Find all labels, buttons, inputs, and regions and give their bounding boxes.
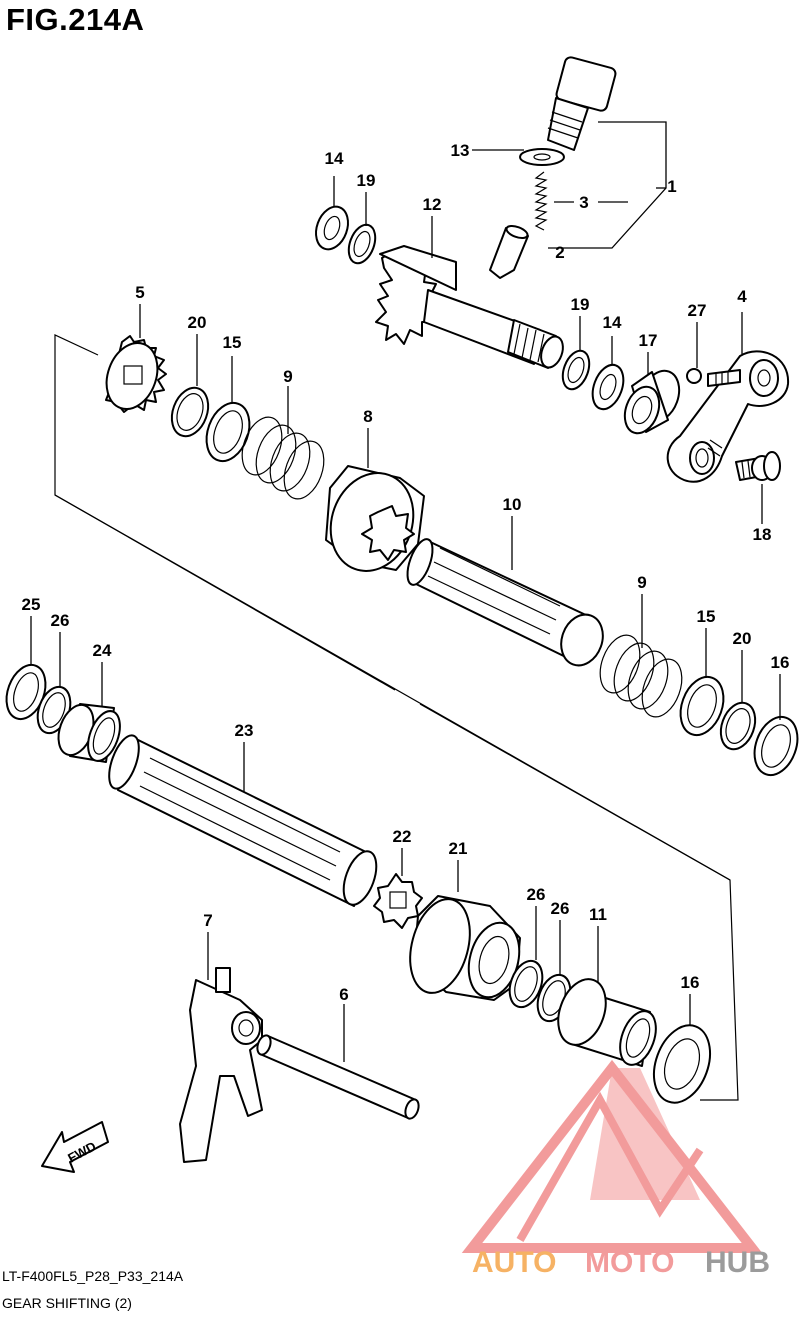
part-drum-21 bbox=[409, 895, 521, 1001]
callout-5: 5 bbox=[135, 283, 144, 302]
part-rod-6 bbox=[256, 1034, 420, 1120]
callout-7: 7 bbox=[203, 911, 212, 930]
part-spring-3 bbox=[534, 171, 548, 231]
callout-9-lower: 9 bbox=[637, 573, 646, 592]
part-washer-15-upper bbox=[205, 401, 251, 463]
figure-title: FIG.214A bbox=[6, 2, 145, 37]
part-shift-arm-4 bbox=[666, 350, 790, 483]
figure-code: LT-F400FL5_P28_P33_214A bbox=[2, 1268, 184, 1284]
part-cam-8 bbox=[325, 465, 425, 572]
watermark-text-auto: AUTO bbox=[472, 1246, 556, 1279]
callout-18: 18 bbox=[753, 525, 772, 544]
callout-14-lower: 14 bbox=[603, 313, 622, 332]
callout-15-lower: 15 bbox=[697, 607, 716, 626]
callout-17: 17 bbox=[639, 331, 658, 350]
callout-26-right: 26 bbox=[551, 899, 570, 918]
callout-2: 2 bbox=[555, 243, 564, 262]
callout-labels: 1 2 3 4 5 6 7 8 9 9 10 11 12 13 14 14 15… bbox=[22, 141, 790, 1004]
callout-20-lower: 20 bbox=[733, 629, 752, 648]
part-washer-16-upper bbox=[753, 715, 799, 777]
callout-1: 1 bbox=[667, 177, 676, 196]
assembly-frame-lines bbox=[54, 334, 739, 1101]
callout-15-upper: 15 bbox=[223, 333, 242, 352]
callout-19-upper: 19 bbox=[357, 171, 376, 190]
part-bushing-11 bbox=[557, 978, 657, 1067]
callout-14-upper: 14 bbox=[325, 149, 344, 168]
part-washer-16-lower bbox=[652, 1024, 712, 1104]
part-bolt-18 bbox=[735, 451, 781, 481]
callout-20-upper: 20 bbox=[188, 313, 207, 332]
part-circlip-19-upper bbox=[347, 223, 377, 265]
callout-25: 25 bbox=[22, 595, 41, 614]
part-circlip-20-upper bbox=[170, 386, 210, 438]
part-spring-9-upper bbox=[241, 416, 325, 500]
callout-21: 21 bbox=[449, 839, 468, 858]
part-spring-9-lower bbox=[599, 634, 683, 718]
part-collar-24 bbox=[57, 703, 121, 763]
part-circlip-26-mid bbox=[508, 959, 544, 1009]
part-circlip-20-lower bbox=[719, 701, 757, 751]
callout-27: 27 bbox=[688, 301, 707, 320]
part-bolt bbox=[547, 56, 617, 151]
callout-4: 4 bbox=[737, 287, 747, 306]
callout-23: 23 bbox=[235, 721, 254, 740]
forward-direction-arrow: FWD bbox=[41, 1121, 109, 1173]
figure-name: GEAR SHIFTING (2) bbox=[2, 1295, 132, 1311]
callout-22: 22 bbox=[393, 827, 412, 846]
part-circlip-19-lower bbox=[561, 349, 591, 391]
callout-3: 3 bbox=[579, 193, 588, 212]
watermark-text-hub: HUB bbox=[705, 1246, 770, 1279]
callout-9-upper: 9 bbox=[283, 367, 292, 386]
part-plate-22 bbox=[373, 873, 423, 929]
callout-10: 10 bbox=[503, 495, 522, 514]
callout-16-upper: 16 bbox=[771, 653, 790, 672]
part-shaft-23 bbox=[108, 734, 378, 907]
callout-6: 6 bbox=[339, 985, 348, 1004]
callout-13: 13 bbox=[451, 141, 470, 160]
part-pin-2 bbox=[489, 224, 529, 279]
callout-8: 8 bbox=[363, 407, 372, 426]
watermark-logo: AUTO MOTO HUB bbox=[461, 1059, 770, 1279]
leader-bracket-1 bbox=[472, 121, 667, 249]
callout-26-left: 26 bbox=[51, 611, 70, 630]
part-washer-13 bbox=[519, 148, 565, 166]
part-shift-fork-7 bbox=[179, 967, 263, 1163]
callout-11: 11 bbox=[589, 905, 607, 924]
part-washer-14-lower bbox=[591, 363, 625, 411]
part-bearing-17 bbox=[623, 369, 681, 435]
callout-26-mid: 26 bbox=[527, 885, 546, 904]
part-shaft-10 bbox=[406, 538, 604, 667]
part-washer-15-lower bbox=[679, 675, 725, 737]
watermark-text-moto: MOTO bbox=[585, 1246, 674, 1279]
part-gear-5 bbox=[105, 335, 167, 413]
callout-16-lower: 16 bbox=[681, 973, 700, 992]
callout-19-lower: 19 bbox=[571, 295, 590, 314]
part-washer-14-upper bbox=[315, 205, 349, 251]
part-gear-shaft-12 bbox=[375, 245, 564, 369]
part-screw-27 bbox=[686, 368, 741, 387]
callout-24: 24 bbox=[93, 641, 112, 660]
callout-12: 12 bbox=[423, 195, 442, 214]
